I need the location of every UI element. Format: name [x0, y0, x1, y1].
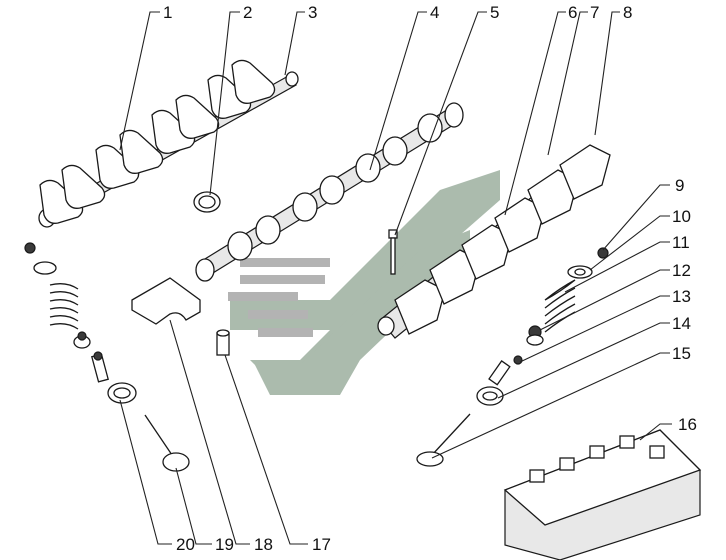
camshaft	[195, 102, 464, 282]
valve-cotter-right	[597, 247, 609, 259]
valve-stem-seal-left	[73, 331, 91, 349]
valve-left	[144, 414, 190, 472]
callout-3: 3	[308, 3, 317, 22]
valve-guide-right	[488, 355, 523, 386]
callout-15: 15	[672, 344, 691, 363]
callout-19: 19	[215, 535, 234, 554]
rocker-arm-shaft-left	[38, 59, 299, 228]
valve-seat-right	[476, 386, 504, 406]
rocker-arm-assembly-right	[377, 144, 611, 339]
callout-18: 18	[254, 535, 273, 554]
valve-right	[416, 413, 471, 467]
valve-spring-left	[49, 283, 79, 330]
valve-stem-seal-right	[526, 325, 544, 346]
callout-17: 17	[312, 535, 331, 554]
valve-seat-left	[107, 382, 137, 404]
bolt	[388, 229, 398, 275]
callout-9: 9	[675, 176, 684, 195]
callout-13: 13	[672, 287, 691, 306]
callout-8: 8	[623, 3, 632, 22]
callout-12: 12	[672, 261, 691, 280]
dowel-pin	[216, 329, 230, 356]
callout-20: 20	[176, 535, 195, 554]
callout-5: 5	[490, 3, 499, 22]
snap-ring-2	[193, 191, 221, 213]
watermark-logo	[228, 170, 500, 395]
callout-11: 11	[672, 233, 690, 252]
callout-4: 4	[430, 3, 439, 22]
callout-6: 6	[568, 3, 577, 22]
callout-7: 7	[590, 3, 599, 22]
callout-1: 1	[163, 3, 172, 22]
valve-cotter-left	[24, 242, 36, 254]
callout-16: 16	[678, 415, 697, 434]
cylinder-head	[503, 429, 702, 560]
valve-guide-left	[91, 351, 109, 383]
valve-spring-right	[544, 279, 576, 333]
callout-14: 14	[672, 314, 691, 333]
callout-10: 10	[672, 207, 691, 226]
callout-2: 2	[243, 3, 252, 22]
spring-retainer-right	[567, 265, 593, 279]
spring-retainer-left	[33, 261, 57, 275]
bearing-cap	[131, 277, 201, 325]
callout-labels: 1 2 3 4 5 6 7 8 9 10 11 12 13 14 15 16 1…	[163, 3, 697, 554]
leader-lines	[119, 11, 672, 545]
